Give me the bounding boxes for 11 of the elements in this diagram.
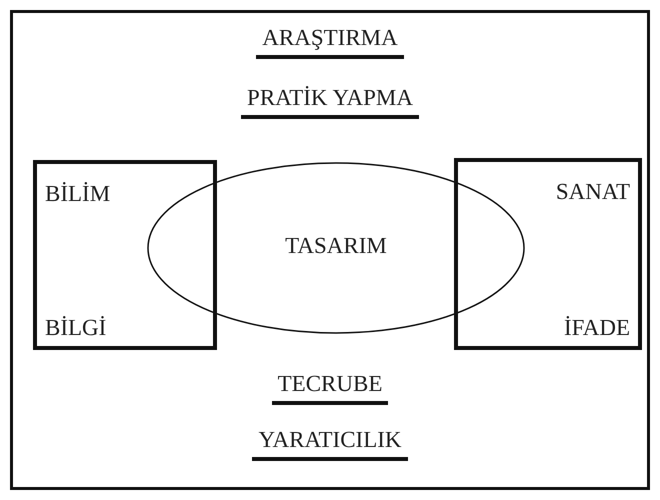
node-label: BİLİM (45, 182, 110, 205)
underlined-heading: TECRUBE (272, 372, 388, 405)
rectangle-box (33, 160, 217, 350)
node-label: TASARIM (284, 234, 388, 257)
underlined-heading: ARAŞTIRMA (256, 26, 404, 59)
rectangle-box (454, 158, 642, 350)
node-label: BİLGİ (45, 316, 106, 339)
underlined-heading: YARATICILIK (252, 428, 408, 461)
node-label: SANAT (556, 180, 630, 203)
underlined-heading: PRATİK YAPMA (241, 86, 419, 119)
node-label: İFADE (564, 316, 630, 339)
